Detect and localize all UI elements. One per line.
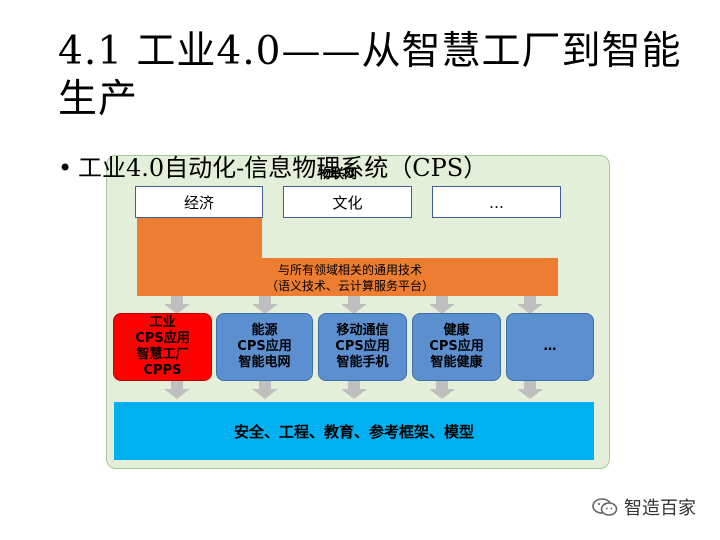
wechat-icon: [592, 498, 618, 516]
foundation-bar: 安全、工程、教育、参考框架、模型: [114, 402, 594, 460]
technology-band-shape: [137, 218, 558, 296]
app-label-more: …: [543, 339, 557, 354]
app-label-mobile: 移动通信 CPS应用 智能手机: [335, 323, 390, 370]
app-label-health: 健康 CPS应用 智能健康: [429, 323, 484, 370]
app-box-energy: 能源 CPS应用 智能电网: [216, 313, 313, 381]
watermark: 智造百家: [592, 494, 696, 520]
technology-line-2: （语义技术、云计算服务平台）: [265, 279, 434, 293]
bullet-text: 工业4.0自动化-信息物理系统（CPS）: [78, 154, 488, 182]
bullet-symbol: •: [58, 154, 73, 182]
app-box-health: 健康 CPS应用 智能健康: [412, 313, 501, 381]
app-label-industry: 工业 CPS应用 智慧工厂 CPPS: [135, 315, 190, 378]
category-box-culture: 文化: [283, 186, 412, 218]
app-box-more: …: [506, 313, 594, 381]
general-technology-band: [137, 218, 558, 296]
general-technology-text: 与所有领域相关的通用技术 （语义技术、云计算服务平台）: [240, 262, 460, 294]
app-label-energy: 能源 CPS应用 智能电网: [237, 323, 292, 370]
app-box-mobile: 移动通信 CPS应用 智能手机: [318, 313, 407, 381]
bullet-item: •工业4.0自动化-信息物理系统（CPS）: [58, 148, 487, 183]
category-box-economy: 经济: [135, 186, 263, 218]
technology-line-1: 与所有领域相关的通用技术: [277, 263, 422, 277]
watermark-text: 智造百家: [624, 498, 696, 519]
app-box-industry: 工业 CPS应用 智慧工厂 CPPS: [113, 313, 212, 381]
iot-label: 物联网: [318, 167, 358, 182]
slide-title: 4.1 工业4.0——从智慧工厂到智能生产: [58, 29, 682, 122]
category-box-more: …: [432, 186, 561, 218]
